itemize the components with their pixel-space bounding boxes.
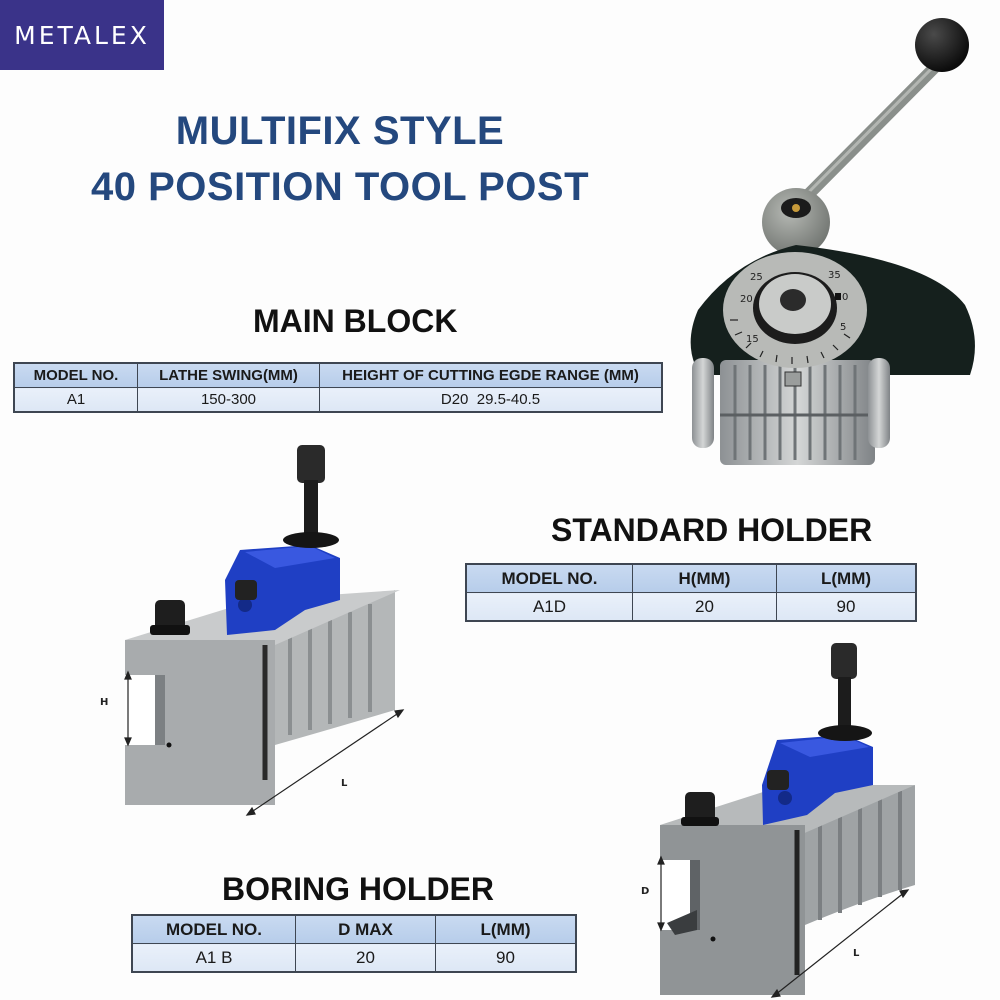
cell-model: A1 B xyxy=(131,943,296,973)
main-block-heading: MAIN BLOCK xyxy=(253,303,458,339)
cell-model: A1 xyxy=(13,387,138,413)
cell-lathe-swing: 150-300 xyxy=(137,387,320,413)
svg-text:0: 0 xyxy=(842,292,848,303)
height-dimension-label: H xyxy=(100,697,109,708)
svg-text:15: 15 xyxy=(746,334,759,345)
table-header-row: MODEL NO. LATHE SWING(MM) HEIGHT OF CUTT… xyxy=(13,362,663,388)
boring-holder-image xyxy=(657,643,915,998)
cell-l: 90 xyxy=(776,592,917,622)
main-block-table: MODEL NO. LATHE SWING(MM) HEIGHT OF CUTT… xyxy=(13,362,663,413)
boring-holder-table: MODEL NO. D MAX L(MM) A1 B 20 90 xyxy=(131,914,577,973)
svg-text:35: 35 xyxy=(828,270,841,281)
col-l-mm: L(MM) xyxy=(435,914,577,944)
cell-d-max: 20 xyxy=(295,943,436,973)
lever-knob xyxy=(915,18,969,72)
col-cutting-edge-height: HEIGHT OF CUTTING EGDE RANGE (MM) xyxy=(319,362,663,388)
col-lathe-swing: LATHE SWING(MM) xyxy=(137,362,320,388)
table-header-row: MODEL NO. H(MM) L(MM) xyxy=(465,563,917,593)
svg-text:5: 5 xyxy=(840,322,846,333)
length-dimension-label: L xyxy=(853,948,860,959)
table-row: A1 B 20 90 xyxy=(131,943,577,973)
table-row: A1 150-300 D20 29.5-40.5 xyxy=(13,387,663,413)
page-title: MULTIFIX STYLE 40 POSITION TOOL POST xyxy=(60,103,620,215)
standard-holder-image xyxy=(124,445,405,816)
col-model-no: MODEL NO. xyxy=(465,563,633,593)
col-model-no: MODEL NO. xyxy=(13,362,138,388)
table-row: A1D 20 90 xyxy=(465,592,917,622)
col-model-no: MODEL NO. xyxy=(131,914,296,944)
cell-cutting-edge-height: D20 29.5-40.5 xyxy=(319,387,663,413)
boring-holder-heading: BORING HOLDER xyxy=(222,871,494,907)
svg-text:20: 20 xyxy=(740,294,753,305)
tool-post-image: 20 25 35 0 5 15 xyxy=(690,18,975,465)
cell-model: A1D xyxy=(465,592,633,622)
metalex-logo: METALEX xyxy=(0,0,164,70)
cell-h: 20 xyxy=(632,592,777,622)
depth-dimension-label: D xyxy=(641,886,650,897)
title-line-2: 40 POSITION TOOL POST xyxy=(90,165,590,209)
col-h-mm: H(MM) xyxy=(632,563,777,593)
title-line-1: MULTIFIX STYLE xyxy=(175,109,505,153)
col-l-mm: L(MM) xyxy=(776,563,917,593)
standard-holder-heading: STANDARD HOLDER xyxy=(551,512,873,548)
col-d-max: D MAX xyxy=(295,914,436,944)
table-header-row: MODEL NO. D MAX L(MM) xyxy=(131,914,577,944)
svg-text:25: 25 xyxy=(750,272,763,283)
length-dimension-label: L xyxy=(341,778,348,789)
standard-holder-table: MODEL NO. H(MM) L(MM) A1D 20 90 xyxy=(465,563,917,622)
logo-text: METALEX xyxy=(14,20,150,50)
cell-l: 90 xyxy=(435,943,577,973)
